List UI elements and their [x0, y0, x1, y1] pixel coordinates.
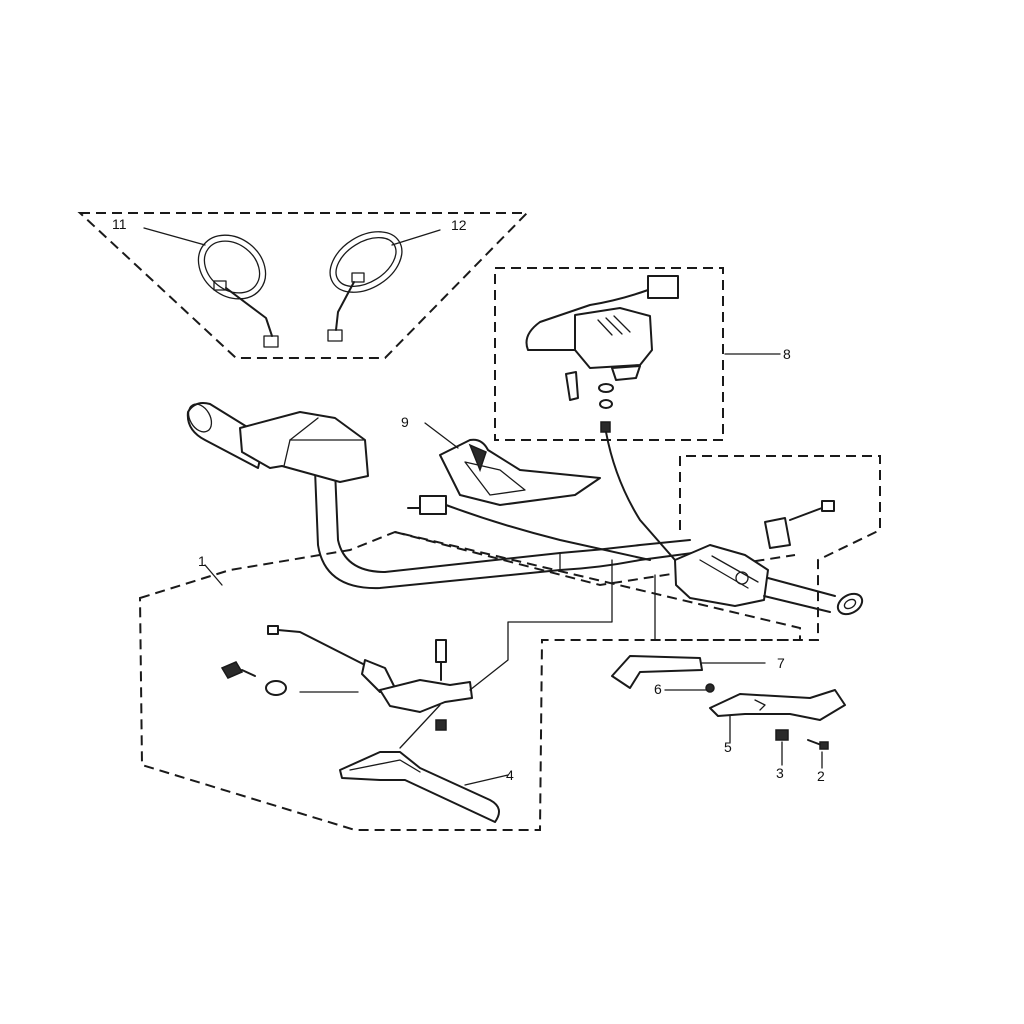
part-4-lever	[339, 751, 500, 823]
part-6-nut	[705, 683, 715, 693]
part-5-bracket	[709, 689, 846, 721]
lever-holder	[379, 639, 473, 731]
callout-6: 6	[654, 681, 662, 697]
callout-11: 11	[112, 216, 127, 232]
adjuster-bolt	[220, 661, 287, 696]
callout-2: 2	[817, 768, 825, 784]
part-7-clip	[611, 655, 703, 689]
part-9-cover	[439, 438, 601, 506]
part-8-switch	[525, 275, 679, 561]
mirror-right-12	[327, 231, 403, 342]
part-2-screw	[807, 739, 829, 750]
part-3-nut	[775, 729, 789, 741]
mirror-left-11	[197, 234, 279, 348]
switch-housing-right	[674, 544, 864, 616]
callout-1: 1	[198, 553, 206, 569]
switch-housing-left	[239, 411, 369, 483]
callout-4: 4	[506, 767, 514, 783]
connector-wire	[407, 495, 651, 561]
upper-bracket	[764, 500, 835, 549]
callout-8: 8	[783, 346, 791, 362]
callout-9: 9	[401, 414, 409, 430]
leader-lines	[143, 227, 823, 786]
bracket-group-outline	[655, 455, 881, 641]
handlebar-tube	[314, 469, 701, 590]
switch-8-group-outline	[494, 267, 724, 441]
callout-12: 12	[451, 217, 467, 233]
callout-5: 5	[724, 739, 732, 755]
brake-cable	[267, 625, 396, 693]
handlebar-group-outline-1	[138, 530, 801, 831]
callout-7: 7	[777, 655, 785, 671]
callout-3: 3	[776, 765, 784, 781]
mirror-group-outline	[77, 212, 530, 359]
